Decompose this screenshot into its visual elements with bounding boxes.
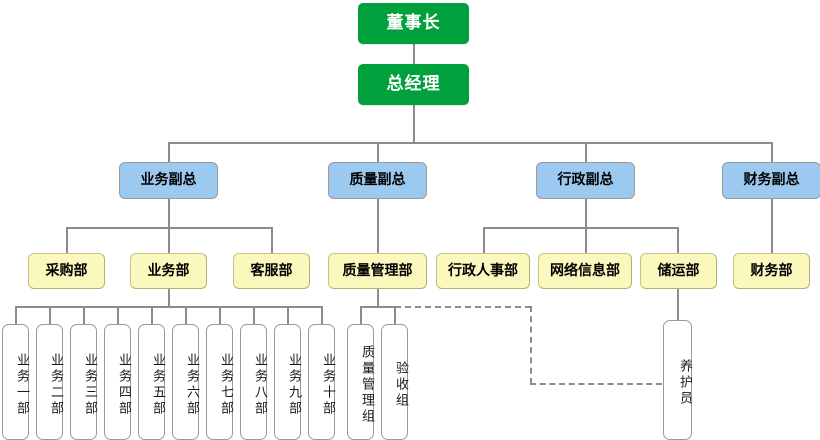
- connector-drop-dept-customer-service: [271, 227, 273, 253]
- connector-drop-qg-acceptance: [394, 306, 396, 325]
- node-dept-storage-transport[interactable]: 储运部: [640, 253, 717, 289]
- node-qg-quality-mgmt[interactable]: 质量管理组: [347, 324, 374, 440]
- node-dept-finance[interactable]: 财务部: [733, 253, 810, 289]
- connector-drop-bu-4: [117, 306, 119, 325]
- connector-dept-business-stem: [168, 289, 170, 307]
- node-bu-6-label: 业务六部: [184, 353, 199, 417]
- node-mt-curator[interactable]: 养护员: [663, 320, 692, 440]
- node-dept-storage-transport-label: 储运部: [657, 262, 700, 279]
- connector-drop-bu-9: [287, 306, 289, 325]
- connector-drop-dept-purchasing: [66, 227, 68, 253]
- connector-chairman-to-gm: [413, 43, 415, 65]
- node-bu-9-label: 业务九部: [286, 353, 301, 417]
- connector-drop-bu-1: [15, 306, 17, 325]
- connector-drop-vp-quality: [377, 142, 379, 163]
- connector-drop-dept-storage: [677, 227, 679, 253]
- node-dept-business[interactable]: 业务部: [130, 253, 207, 289]
- connector-drop-bu-6: [185, 306, 187, 325]
- node-bu-1[interactable]: 业务一部: [2, 324, 29, 440]
- connector-vp-business-stem: [168, 198, 170, 228]
- node-dept-quality-mgmt[interactable]: 质量管理部: [328, 253, 427, 289]
- node-dept-customer-service-label: 客服部: [250, 262, 293, 279]
- node-bu-7[interactable]: 业务七部: [206, 324, 233, 440]
- node-bu-6[interactable]: 业务六部: [172, 324, 199, 440]
- node-dept-finance-label: 财务部: [750, 262, 793, 279]
- node-bu-5[interactable]: 业务五部: [138, 324, 165, 440]
- connector-vp-finance-stem: [771, 198, 773, 253]
- node-vp-business[interactable]: 业务副总: [119, 162, 218, 199]
- connector-dept-quality-stem: [377, 289, 379, 307]
- node-vp-business-label: 业务副总: [140, 172, 197, 189]
- node-dept-purchasing-label: 采购部: [45, 262, 88, 279]
- connector-drop-bu-7: [219, 306, 221, 325]
- connector-drop-vp-business: [168, 142, 170, 163]
- node-dept-customer-service[interactable]: 客服部: [233, 253, 310, 289]
- connector-drop-vp-admin: [585, 142, 587, 163]
- node-qg-acceptance[interactable]: 验收组: [381, 324, 408, 440]
- dashed-connector-quality-to-maintenance-vertical: [530, 306, 532, 384]
- connector-vp-bus: [168, 142, 772, 144]
- node-bu-8[interactable]: 业务八部: [240, 324, 267, 440]
- connector-admin-dept-bus: [483, 227, 678, 229]
- node-vp-admin[interactable]: 行政副总: [536, 162, 635, 199]
- node-vp-finance-label: 财务副总: [743, 172, 800, 189]
- node-chairman[interactable]: 董事长: [358, 3, 469, 44]
- node-bu-4[interactable]: 业务四部: [104, 324, 131, 440]
- connector-drop-bu-2: [49, 306, 51, 325]
- dashed-connector-quality-to-maintenance-bottom: [530, 383, 662, 385]
- node-bu-4-label: 业务四部: [116, 353, 131, 417]
- node-dept-purchasing[interactable]: 采购部: [28, 253, 105, 289]
- node-vp-quality[interactable]: 质量副总: [328, 162, 427, 199]
- connector-vp-admin-stem: [585, 198, 587, 228]
- node-dept-quality-mgmt-label: 质量管理部: [342, 262, 413, 279]
- node-bu-5-label: 业务五部: [150, 353, 165, 417]
- connector-drop-dept-admin-hr: [483, 227, 485, 253]
- node-dept-network-info[interactable]: 网络信息部: [538, 253, 632, 289]
- node-general-manager[interactable]: 总经理: [358, 64, 469, 105]
- connector-drop-bu-5: [151, 306, 153, 325]
- node-bu-9[interactable]: 业务九部: [274, 324, 301, 440]
- node-vp-admin-label: 行政副总: [557, 172, 614, 189]
- node-bu-1-label: 业务一部: [14, 353, 29, 417]
- connector-business-units-bus: [15, 306, 323, 308]
- connector-dept-storage-to-maintenance: [677, 289, 679, 321]
- connector-drop-bu-10: [321, 306, 323, 325]
- node-general-manager-label: 总经理: [386, 73, 441, 94]
- node-bu-10[interactable]: 业务十部: [308, 324, 335, 440]
- dashed-connector-quality-to-maintenance-top: [395, 306, 531, 308]
- node-bu-3[interactable]: 业务三部: [70, 324, 97, 440]
- node-chairman-label: 董事长: [386, 12, 441, 33]
- node-dept-admin-hr[interactable]: 行政人事部: [436, 253, 530, 289]
- connector-drop-bu-3: [83, 306, 85, 325]
- node-dept-business-label: 业务部: [147, 262, 190, 279]
- connector-drop-vp-finance: [771, 142, 773, 163]
- connector-vp-quality-stem: [377, 198, 379, 253]
- connector-drop-qg-quality-mgmt: [360, 306, 362, 325]
- node-dept-admin-hr-label: 行政人事部: [448, 262, 518, 279]
- node-vp-quality-label: 质量副总: [349, 172, 406, 189]
- node-bu-8-label: 业务八部: [252, 353, 267, 417]
- connector-drop-bu-8: [253, 306, 255, 325]
- node-dept-network-info-label: 网络信息部: [550, 262, 620, 279]
- node-vp-finance[interactable]: 财务副总: [722, 162, 820, 199]
- node-qg-quality-mgmt-label: 质量管理组: [359, 345, 374, 425]
- node-bu-10-label: 业务十部: [320, 353, 335, 417]
- node-bu-2-label: 业务二部: [48, 353, 63, 417]
- node-bu-2[interactable]: 业务二部: [36, 324, 63, 440]
- node-bu-7-label: 业务七部: [218, 353, 233, 417]
- node-bu-3-label: 业务三部: [82, 353, 97, 417]
- connector-quality-groups-bus: [360, 306, 396, 308]
- node-qg-acceptance-label: 验收组: [393, 361, 408, 409]
- connector-gm-stem: [413, 104, 415, 143]
- connector-drop-dept-business: [168, 227, 170, 253]
- connector-drop-dept-network-info: [585, 227, 587, 253]
- node-mt-curator-label: 养护员: [677, 359, 692, 407]
